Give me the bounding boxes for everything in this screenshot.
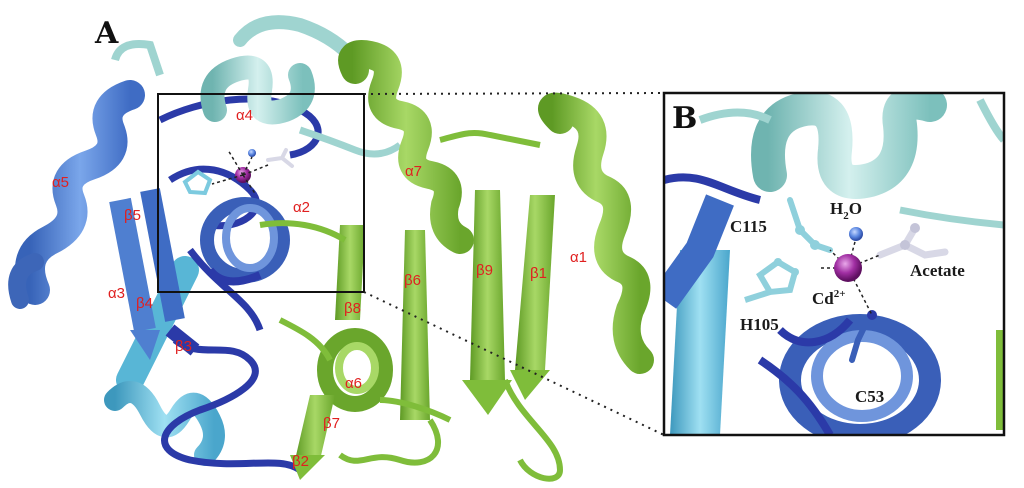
label-alpha3: α3 <box>108 285 125 302</box>
label-alpha4: α4 <box>236 107 253 124</box>
acetate-molecule <box>876 223 949 259</box>
cyan-helix-bottom-left <box>104 256 225 466</box>
panel-b-border <box>662 91 1006 437</box>
panel-a-overview: A α5 α3 α4 α2 α7 α1 α6 β5 β4 β3 β2 β7 β6… <box>8 15 654 482</box>
label-alpha7: α7 <box>405 163 422 180</box>
blue-helix-alpha5 <box>8 80 145 309</box>
label-beta8: β8 <box>344 300 361 317</box>
label-beta2: β2 <box>292 453 309 470</box>
c53-side-chain <box>849 310 877 363</box>
label-acetate: Acetate <box>910 261 965 280</box>
panel-b-active-site: B C115 H2O Acetate Cd2+ H105 C53 <box>662 91 1006 437</box>
label-beta6: β6 <box>404 272 421 289</box>
label-c115: C115 <box>730 217 767 236</box>
zoom-connector-lines <box>363 92 665 436</box>
blue-helix-alpha2 <box>200 197 290 286</box>
label-beta7: β7 <box>323 415 340 432</box>
label-h105: H105 <box>740 315 779 334</box>
label-alpha5: α5 <box>52 174 69 191</box>
h105-side-chain <box>744 258 799 303</box>
active-site-overview <box>182 148 294 196</box>
blue-strands-beta4-beta5 <box>109 188 185 360</box>
label-beta1: β1 <box>530 265 547 282</box>
label-cd: Cd2+ <box>812 288 846 308</box>
panel-a-letter: A <box>94 16 119 51</box>
label-beta4: β4 <box>136 295 153 312</box>
water-sphere <box>248 149 256 157</box>
zoom-selection-box <box>157 93 365 293</box>
pale-cyan-helix-alpha4 <box>111 15 403 158</box>
label-beta9: β9 <box>476 262 493 279</box>
panel-b-letter: B <box>672 101 697 136</box>
water-sphere-zoom <box>849 227 863 241</box>
label-water: H2O <box>830 199 862 222</box>
label-c53: C53 <box>855 387 884 406</box>
label-alpha6: α6 <box>345 375 362 392</box>
cd-ion-sphere-zoom <box>834 254 862 282</box>
label-beta3: β3 <box>175 338 192 355</box>
c115-side-chain <box>787 197 833 253</box>
label-alpha2: α2 <box>293 199 310 216</box>
green-domain <box>259 40 654 482</box>
label-beta5: β5 <box>124 207 141 224</box>
label-alpha1: α1 <box>570 249 587 266</box>
